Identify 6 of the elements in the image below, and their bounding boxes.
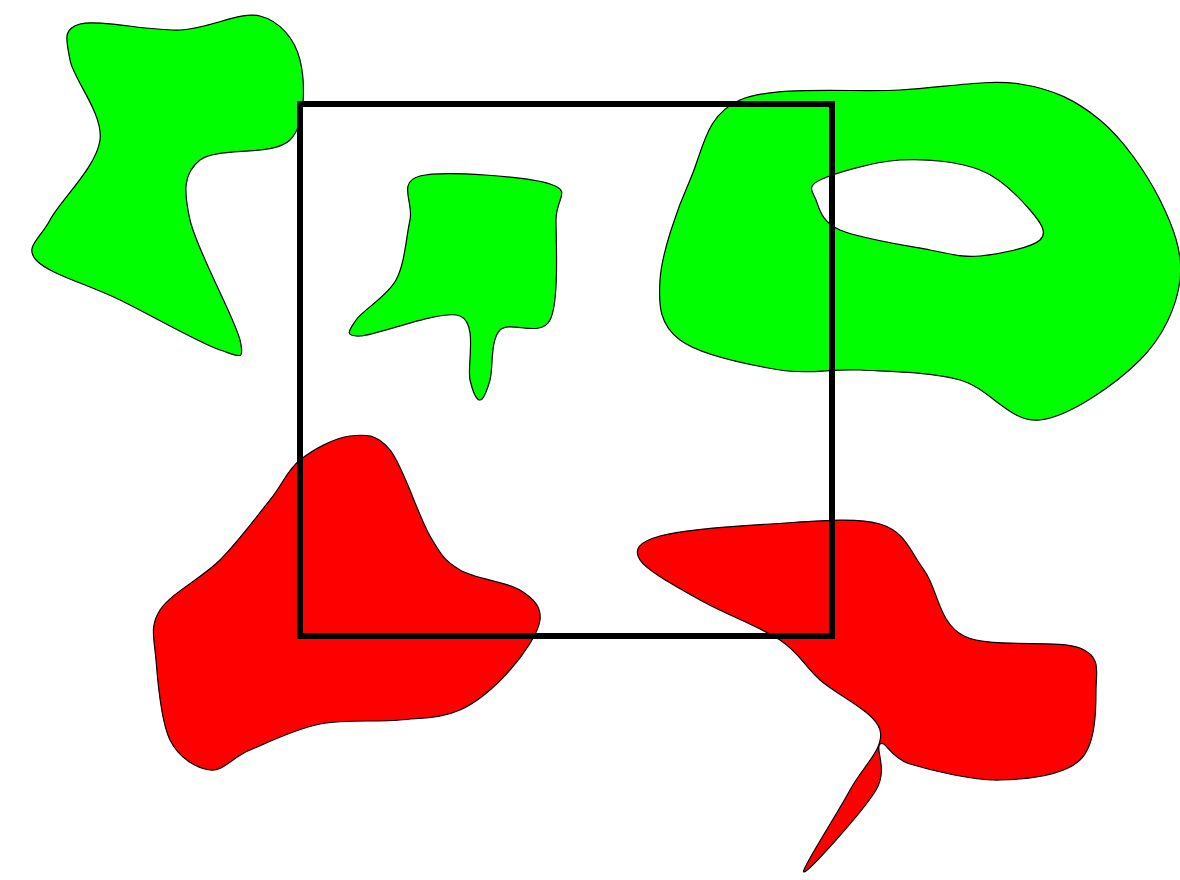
blob-shape xyxy=(658,81,1180,421)
square-frame xyxy=(297,101,835,639)
blob-shape xyxy=(31,14,305,357)
blob-shape xyxy=(348,173,563,401)
blob-shape xyxy=(636,519,1098,873)
blob-shape xyxy=(152,434,541,771)
